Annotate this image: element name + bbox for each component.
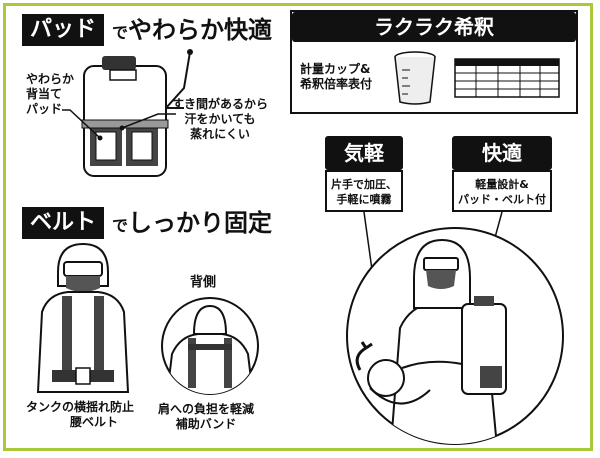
belt-de: で (112, 216, 129, 235)
belt-caption-right-line: 肩への負担を軽減 (158, 402, 255, 416)
person-front-illustration (36, 242, 130, 393)
belt-caption-left: タンクの横揺れ防止 腰ベルト (26, 400, 134, 430)
dilution-title: ラクラク希釈 (292, 12, 576, 42)
belt-caption-left-line: 腰ベルト (70, 415, 119, 429)
pad-right-pointer (119, 113, 176, 131)
belt-caption-right: 肩への負担を軽減 補助バンド (158, 402, 254, 432)
belt-tag: ベルト (22, 207, 105, 239)
dilution-label-line: 希釈倍率表付 (300, 77, 373, 91)
sprayer-person-illustration (346, 227, 564, 445)
pad-de: で (112, 23, 129, 42)
pad-label-left: やわらか 背当て パッド (26, 72, 74, 117)
pad-headline: でやわらか快適 (112, 14, 272, 49)
belt-headline: でしっかり固定 (112, 207, 272, 242)
feature-kigaru-line: 手軽に噴霧 (336, 193, 392, 206)
pad-label-left-line: パッド (26, 102, 63, 116)
dilution-label-line: 計量カップ& (300, 62, 371, 76)
belt-caption-right-line: 補助バンド (175, 417, 237, 431)
feature-kaiteki-line: 軽量設計& (475, 178, 529, 191)
feature-kigaru-title: 気軽 (325, 136, 403, 170)
pad-label-right: すき間があるから 汗をかいても 蒸れにくい (172, 97, 268, 142)
dilution-table-icon (454, 58, 560, 98)
feature-kaiteki-body: 軽量設計& パッド・ベルト付 (452, 170, 552, 212)
person-back-illustration (161, 297, 259, 395)
back-view-label: 背側 (190, 275, 217, 290)
feature-kigaru-body: 片手で加圧、 手軽に噴霧 (325, 170, 403, 212)
sprayer-pad-illustration (81, 49, 193, 177)
pad-label-left-line: やわらか (26, 72, 75, 86)
frame-border (3, 3, 593, 451)
pad-label-right-line: すき間があるから (172, 97, 269, 111)
pad-label-right-line: 蒸れにくい (190, 127, 250, 141)
belt-headline-text: しっかり固定 (128, 209, 273, 237)
pad-label-right-line: 汗をかいても (184, 112, 256, 126)
measuring-cup-icon (394, 51, 436, 105)
belt-caption-left-line: タンクの横揺れ防止 (26, 400, 135, 414)
pad-label-left-line: 背当て (26, 87, 63, 101)
pad-headline-text: やわらか快適 (128, 16, 273, 44)
pad-tag: パッド (22, 14, 105, 46)
feature-kaiteki-line: パッド・ベルト付 (458, 193, 546, 206)
pad-left-pointer (62, 109, 103, 141)
feature-kaiteki-title: 快適 (452, 136, 552, 170)
dilution-label: 計量カップ& 希釈倍率表付 (300, 62, 372, 92)
feature-kigaru-line: 片手で加圧、 (331, 178, 397, 191)
